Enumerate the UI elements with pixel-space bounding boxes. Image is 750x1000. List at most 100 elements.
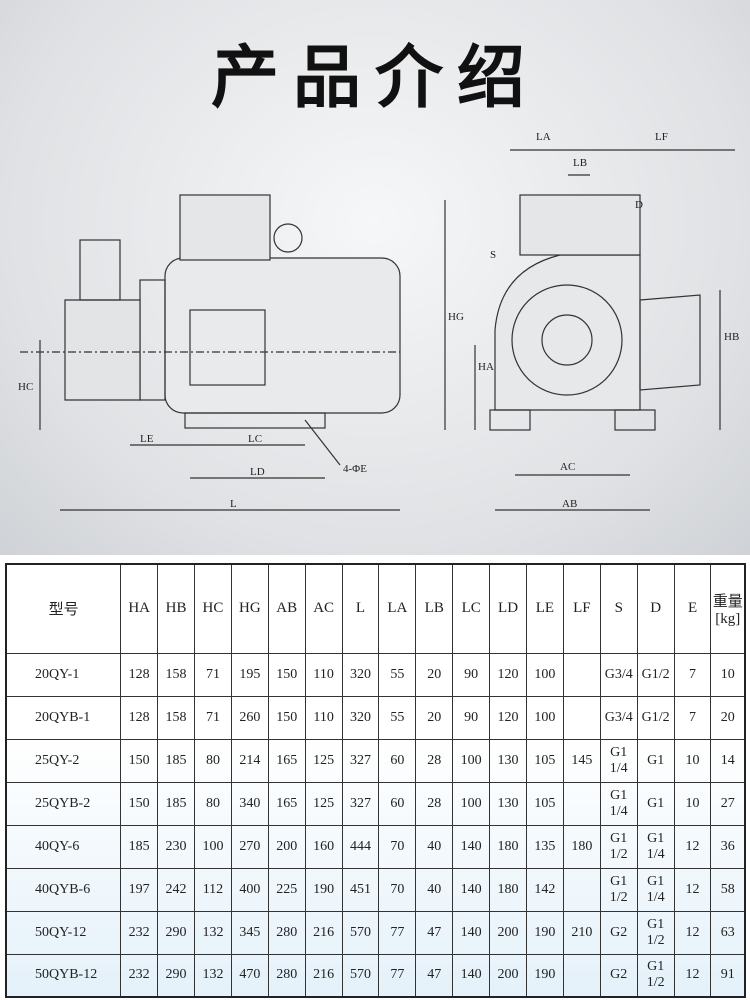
table-cell: 320	[341, 652, 380, 697]
table-cell: 100	[525, 652, 564, 697]
table-cell: 216	[304, 953, 343, 998]
table-cell: 100	[525, 695, 564, 740]
table-cell: 140	[452, 867, 491, 912]
table-cell: 77	[378, 910, 417, 955]
table-cell: 71	[194, 652, 232, 697]
table-cell: 40	[415, 867, 454, 912]
table-cell	[562, 867, 601, 912]
table-cell: 63	[710, 910, 746, 955]
column-header: LD	[489, 563, 527, 654]
table-cell: 140	[452, 953, 491, 998]
table-cell: 185	[157, 781, 195, 826]
table-cell: 130	[489, 738, 527, 783]
table-cell: 216	[304, 910, 343, 955]
label-LF: LF	[655, 131, 668, 143]
table-cell: 77	[378, 953, 417, 998]
table-cell: 120	[489, 652, 527, 697]
table-cell: 100	[452, 738, 491, 783]
table-cell: 55	[378, 695, 417, 740]
table-cell: 180	[489, 824, 527, 869]
table-cell: 71	[194, 695, 232, 740]
column-header: HC	[194, 563, 232, 654]
column-header: S	[599, 563, 638, 654]
table-cell: 150	[120, 781, 159, 826]
table-cell: 210	[562, 910, 601, 955]
label-HG: HG	[448, 311, 464, 323]
table-cell: 130	[489, 781, 527, 826]
table-cell: 165	[267, 781, 306, 826]
table-cell: G1 1/4	[636, 867, 675, 912]
table-cell: 232	[120, 953, 159, 998]
table-cell: 195	[230, 652, 269, 697]
label-AB: AB	[562, 498, 577, 510]
column-header: LC	[452, 563, 491, 654]
label-S: S	[490, 249, 496, 261]
table-cell: 70	[378, 824, 417, 869]
table-cell: 290	[157, 910, 195, 955]
model-cell: 50QY-12	[5, 910, 122, 955]
table-cell: 128	[120, 652, 159, 697]
table-cell: 190	[525, 953, 564, 998]
table-cell: 320	[341, 695, 380, 740]
table-cell: 142	[525, 867, 564, 912]
table-cell: 180	[489, 867, 527, 912]
table-cell: 7	[673, 652, 712, 697]
table-cell: 225	[267, 867, 306, 912]
table-cell: 125	[304, 781, 343, 826]
table-cell	[562, 781, 601, 826]
table-cell: 40	[415, 824, 454, 869]
table-cell: 200	[489, 953, 527, 998]
page-title: 产品介绍	[210, 39, 539, 118]
table-cell: 242	[157, 867, 195, 912]
table-cell: 190	[525, 910, 564, 955]
table-cell	[562, 652, 601, 697]
column-header: HG	[230, 563, 269, 654]
table-cell: 55	[378, 652, 417, 697]
table-cell: 28	[415, 781, 454, 826]
table-cell: 100	[194, 824, 232, 869]
label-HC: HC	[18, 381, 33, 393]
table-cell: 10	[710, 652, 746, 697]
label-D: D	[635, 199, 643, 211]
column-header: LF	[562, 563, 601, 654]
table-cell: 150	[267, 695, 306, 740]
table-cell: 165	[267, 738, 306, 783]
column-header: AB	[267, 563, 306, 654]
table-cell: 70	[378, 867, 417, 912]
table-cell: 20	[415, 695, 454, 740]
table-cell	[562, 953, 601, 998]
table-cell: G1 1/2	[636, 910, 675, 955]
table-cell: G3/4	[599, 652, 638, 697]
column-header: D	[636, 563, 675, 654]
column-header: HB	[157, 563, 195, 654]
table-cell: 190	[304, 867, 343, 912]
table-cell: 36	[710, 824, 746, 869]
label-LA: LA	[536, 131, 551, 143]
table-cell: G1 1/4	[599, 781, 638, 826]
label-LD: LD	[250, 466, 265, 478]
table-cell: 150	[267, 652, 306, 697]
table-cell: G1/2	[636, 695, 675, 740]
front-view	[444, 149, 735, 511]
side-view	[20, 194, 401, 511]
column-header: HA	[120, 563, 159, 654]
column-header: LE	[525, 563, 564, 654]
label-E: 4-ΦE	[343, 463, 367, 475]
table-cell: 14	[710, 738, 746, 783]
table-cell: 185	[120, 824, 159, 869]
table-cell: G3/4	[599, 695, 638, 740]
model-cell: 40QY-6	[5, 824, 122, 869]
model-cell: 25QYB-2	[5, 781, 122, 826]
table-cell: 120	[489, 695, 527, 740]
table-cell: 132	[194, 953, 232, 998]
table-cell: 345	[230, 910, 269, 955]
table-cell: G1 1/2	[599, 867, 638, 912]
table-cell: 12	[673, 910, 712, 955]
table-cell: 27	[710, 781, 746, 826]
label-LB: LB	[573, 157, 587, 169]
table-cell: 145	[562, 738, 601, 783]
